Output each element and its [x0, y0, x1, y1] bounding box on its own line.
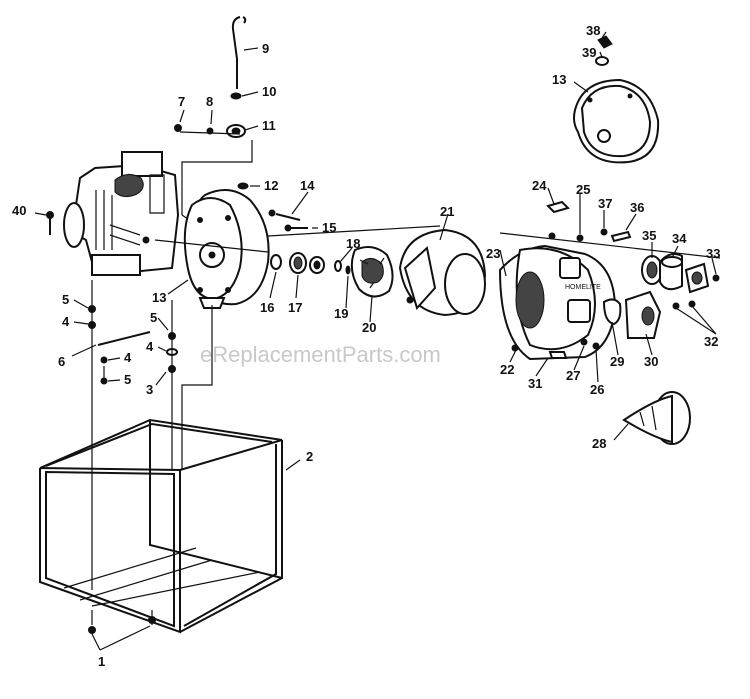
shaft-centerline	[154, 225, 721, 259]
part-6-rod	[97, 331, 151, 346]
part-22-pump-housing: HOMELITE	[498, 232, 617, 361]
callout-23: 23	[486, 246, 500, 261]
part-30-flap-valve	[624, 290, 662, 339]
part-38-screw	[597, 35, 613, 49]
part-32-nut	[672, 300, 696, 310]
part-4-washer-lower	[100, 356, 108, 364]
callout-2: 2	[306, 449, 313, 464]
callout-5-lower: 5	[124, 372, 131, 387]
part-20-impeller	[350, 245, 394, 298]
part-24-label	[546, 200, 570, 214]
callout-25: 25	[576, 182, 590, 197]
callout-5-right: 5	[150, 310, 157, 325]
part-18-washer	[334, 260, 342, 272]
part-13-rear-adapter	[573, 78, 660, 164]
callout-19: 19	[334, 306, 348, 321]
callout-24: 24	[532, 178, 547, 193]
callout-4-right: 4	[146, 339, 154, 354]
part-34-discharge-elbow	[659, 253, 683, 291]
callout-10: 10	[262, 84, 276, 99]
engine-assembly	[63, 151, 180, 276]
part-28-strainer	[622, 391, 691, 445]
callout-21: 21	[440, 204, 454, 219]
svg-text:HOMELITE: HOMELITE	[565, 284, 601, 291]
watermark-text: eReplacementParts.com	[200, 342, 441, 367]
callout-26: 26	[590, 382, 604, 397]
part-10-washer	[230, 92, 242, 100]
callout-20: 20	[362, 320, 376, 335]
part-33-fitting	[684, 262, 720, 294]
callout-40: 40	[12, 203, 26, 218]
callout-17: 17	[288, 300, 302, 315]
part-12-plug	[237, 182, 249, 190]
callout-38: 38	[586, 23, 600, 38]
part-21-volute	[398, 228, 487, 317]
callout-16: 16	[260, 300, 274, 315]
callout-4-lower: 4	[124, 350, 132, 365]
callout-22: 22	[500, 362, 514, 377]
callout-31: 31	[528, 376, 542, 391]
callout-30: 30	[644, 354, 658, 369]
callout-36: 36	[630, 200, 644, 215]
callout-5-left: 5	[62, 292, 69, 307]
part-13-engine-adapter	[183, 189, 270, 309]
part-9-hook	[231, 16, 247, 89]
frame-guide-lines	[91, 280, 213, 625]
part-16-seal	[270, 254, 282, 270]
part-19-key	[345, 265, 351, 275]
callout-33: 33	[706, 246, 720, 261]
callout-8: 8	[206, 94, 213, 109]
part-11-bushing	[226, 124, 246, 138]
callout-32: 32	[704, 334, 718, 349]
callout-13-right: 13	[552, 72, 566, 87]
part-31-drain-plug	[548, 351, 568, 359]
part-37-screw	[600, 228, 608, 236]
leader-lines	[34, 31, 717, 651]
part-17-seal-assembly	[289, 252, 325, 274]
callout-34: 34	[672, 231, 687, 246]
part-14-bolt	[268, 209, 301, 221]
callout-11: 11	[262, 118, 276, 133]
callout-4-left: 4	[62, 314, 70, 329]
part-2-frame	[39, 418, 283, 634]
callout-7: 7	[178, 94, 185, 109]
part-15-bolt	[284, 224, 308, 232]
callout-3: 3	[146, 382, 153, 397]
callout-35: 35	[642, 228, 656, 243]
part-26-bolt	[592, 342, 600, 350]
part-1-bolts	[88, 616, 156, 634]
part-40-bolt	[46, 211, 54, 235]
part-29-gasket	[602, 298, 622, 326]
callout-labels: 9 10 7 8 11 12 14 15 40 13 16 17 18 19 2…	[12, 23, 720, 669]
part-36-pin	[610, 230, 632, 243]
part-35-elbow	[641, 255, 663, 285]
callout-13-left: 13	[152, 290, 166, 305]
part-27-washer	[580, 338, 588, 346]
part-39-washer	[595, 56, 609, 66]
callout-28: 28	[592, 436, 606, 451]
callout-14: 14	[300, 178, 315, 193]
callout-37: 37	[598, 196, 612, 211]
callout-27: 27	[566, 368, 580, 383]
callout-15: 15	[322, 220, 336, 235]
callout-18: 18	[346, 236, 360, 251]
callout-9: 9	[262, 41, 269, 56]
part-7-screw	[174, 124, 182, 132]
callout-1: 1	[98, 654, 105, 669]
part-25-plug	[576, 234, 584, 242]
callout-39: 39	[582, 45, 596, 60]
callout-12: 12	[264, 178, 278, 193]
callout-6: 6	[58, 354, 65, 369]
callout-29: 29	[610, 354, 624, 369]
